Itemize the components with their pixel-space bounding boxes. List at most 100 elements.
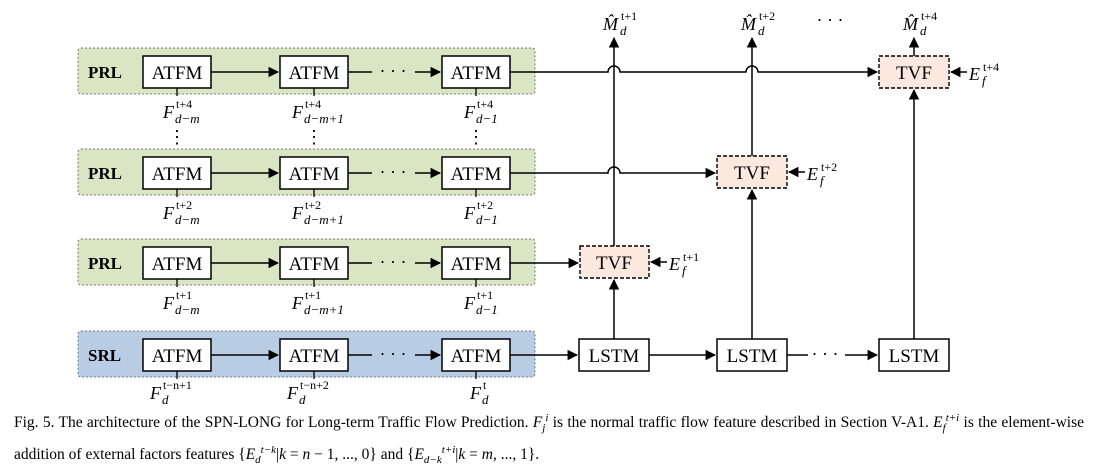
svg-text:F: F [162,293,175,313]
svg-text:d−m: d−m [175,302,200,317]
svg-text:⋮: ⋮ [168,127,186,147]
svg-text:M̂: M̂ [740,14,757,34]
svg-text:f: f [982,73,988,88]
srl-label: SRL [88,346,121,365]
svg-text:t+4: t+4 [983,60,999,74]
svg-text:· · ·: · · · [812,344,839,364]
vertical-connections [608,36,920,339]
svg-text:d−1: d−1 [476,111,498,126]
svg-text:t−n+2: t−n+2 [300,378,329,392]
svg-text:d−m: d−m [175,212,200,227]
svg-text:M̂: M̂ [902,14,919,34]
svg-text:t: t [483,378,487,392]
caption-fig-label: Fig. 5. [14,414,55,432]
feature-ticks [176,88,477,379]
external-factor-arrows [649,66,967,268]
svg-text:⋮: ⋮ [305,127,323,147]
svg-text:· · ·: · · · [380,252,407,272]
lstm-labels: LSTM LSTM LSTM [589,346,940,367]
svg-text:E: E [806,164,818,184]
svg-text:TVF: TVF [734,163,770,184]
svg-text:t+1: t+1 [683,250,699,264]
svg-text:ATFM: ATFM [451,164,502,185]
svg-text:t−n+1: t−n+1 [163,378,192,392]
svg-text:F: F [463,293,476,313]
svg-text:ATFM: ATFM [152,346,203,367]
svg-text:d−1: d−1 [476,212,498,227]
svg-text:t+4: t+4 [921,9,937,23]
svg-text:ATFM: ATFM [451,63,502,84]
vertical-dots: ⋮ ⋮ ⋮ [168,127,485,147]
svg-text:t+4: t+4 [477,97,493,111]
svg-text:ATFM: ATFM [152,254,203,275]
svg-text:d−m+1: d−m+1 [304,212,344,227]
svg-text:ATFM: ATFM [289,164,340,185]
svg-text:F: F [291,203,304,223]
svg-text:F: F [286,383,299,403]
svg-text:d: d [299,392,306,405]
svg-text:F: F [463,102,476,122]
svg-text:F: F [162,203,175,223]
caption-text-4: and [380,446,404,464]
svg-text:· · ·: · · · [380,344,407,364]
svg-text:d−m+1: d−m+1 [304,111,344,126]
svg-text:d: d [920,23,927,38]
svg-text:t+4: t+4 [176,97,192,111]
svg-text:d: d [482,392,489,405]
atfm-boxes [142,55,511,372]
svg-text:d: d [620,23,627,38]
svg-text:d: d [162,392,169,405]
svg-text:ATFM: ATFM [152,164,203,185]
svg-text:F: F [469,383,482,403]
svg-text:f: f [682,263,688,278]
svg-text:f: f [820,173,826,188]
svg-text:F: F [149,383,162,403]
atfm-arrows [211,66,442,361]
svg-text:t+1: t+1 [477,288,493,302]
architecture-diagram: PRL PRL PRL SRL ATFM ATFM ATFM ATFM ATFM… [77,9,999,405]
svg-text:t+4: t+4 [305,97,321,111]
caption-text-1: The architecture of the SPN-LONG for Lon… [58,414,529,432]
svg-text:F: F [291,293,304,313]
prl-label-3: PRL [88,254,122,273]
svg-text:d−m+1: d−m+1 [304,302,344,317]
svg-text:E: E [968,64,980,84]
svg-text:LSTM: LSTM [889,346,940,367]
svg-text:ATFM: ATFM [152,63,203,84]
svg-text:ATFM: ATFM [289,63,340,84]
svg-text:ATFM: ATFM [451,346,502,367]
svg-text:t+2: t+2 [477,198,493,212]
svg-text:d−m: d−m [175,111,200,126]
svg-text:⋮: ⋮ [467,127,485,147]
svg-text:F: F [162,102,175,122]
prl-label-1: PRL [88,63,122,82]
svg-text:TVF: TVF [896,63,932,84]
svg-text:LSTM: LSTM [727,346,778,367]
svg-text:t+2: t+2 [305,198,321,212]
svg-text:t+1: t+1 [305,288,321,302]
svg-text:M̂: M̂ [602,14,619,34]
tvf-labels: TVF TVF TVF [596,63,932,274]
output-labels: M̂t+1d M̂t+2d M̂t+4d [602,9,937,38]
svg-text:d: d [758,23,765,38]
svg-text:ATFM: ATFM [451,254,502,275]
svg-text:ATFM: ATFM [289,346,340,367]
svg-text:F: F [463,203,476,223]
prl-label-2: PRL [88,164,122,183]
svg-text:· · ·: · · · [817,10,844,30]
svg-text:· · ·: · · · [380,162,407,182]
svg-text:LSTM: LSTM [589,346,640,367]
svg-text:E: E [668,254,680,274]
atfm-labels: ATFM ATFM ATFM ATFM ATFM ATFM ATFM ATFM … [152,63,502,367]
tvf-boxes [579,55,950,279]
svg-text:t+1: t+1 [621,9,637,23]
svg-text:TVF: TVF [596,253,632,274]
svg-text:· · ·: · · · [380,61,407,81]
svg-text:F: F [291,102,304,122]
svg-text:t+2: t+2 [759,9,775,23]
